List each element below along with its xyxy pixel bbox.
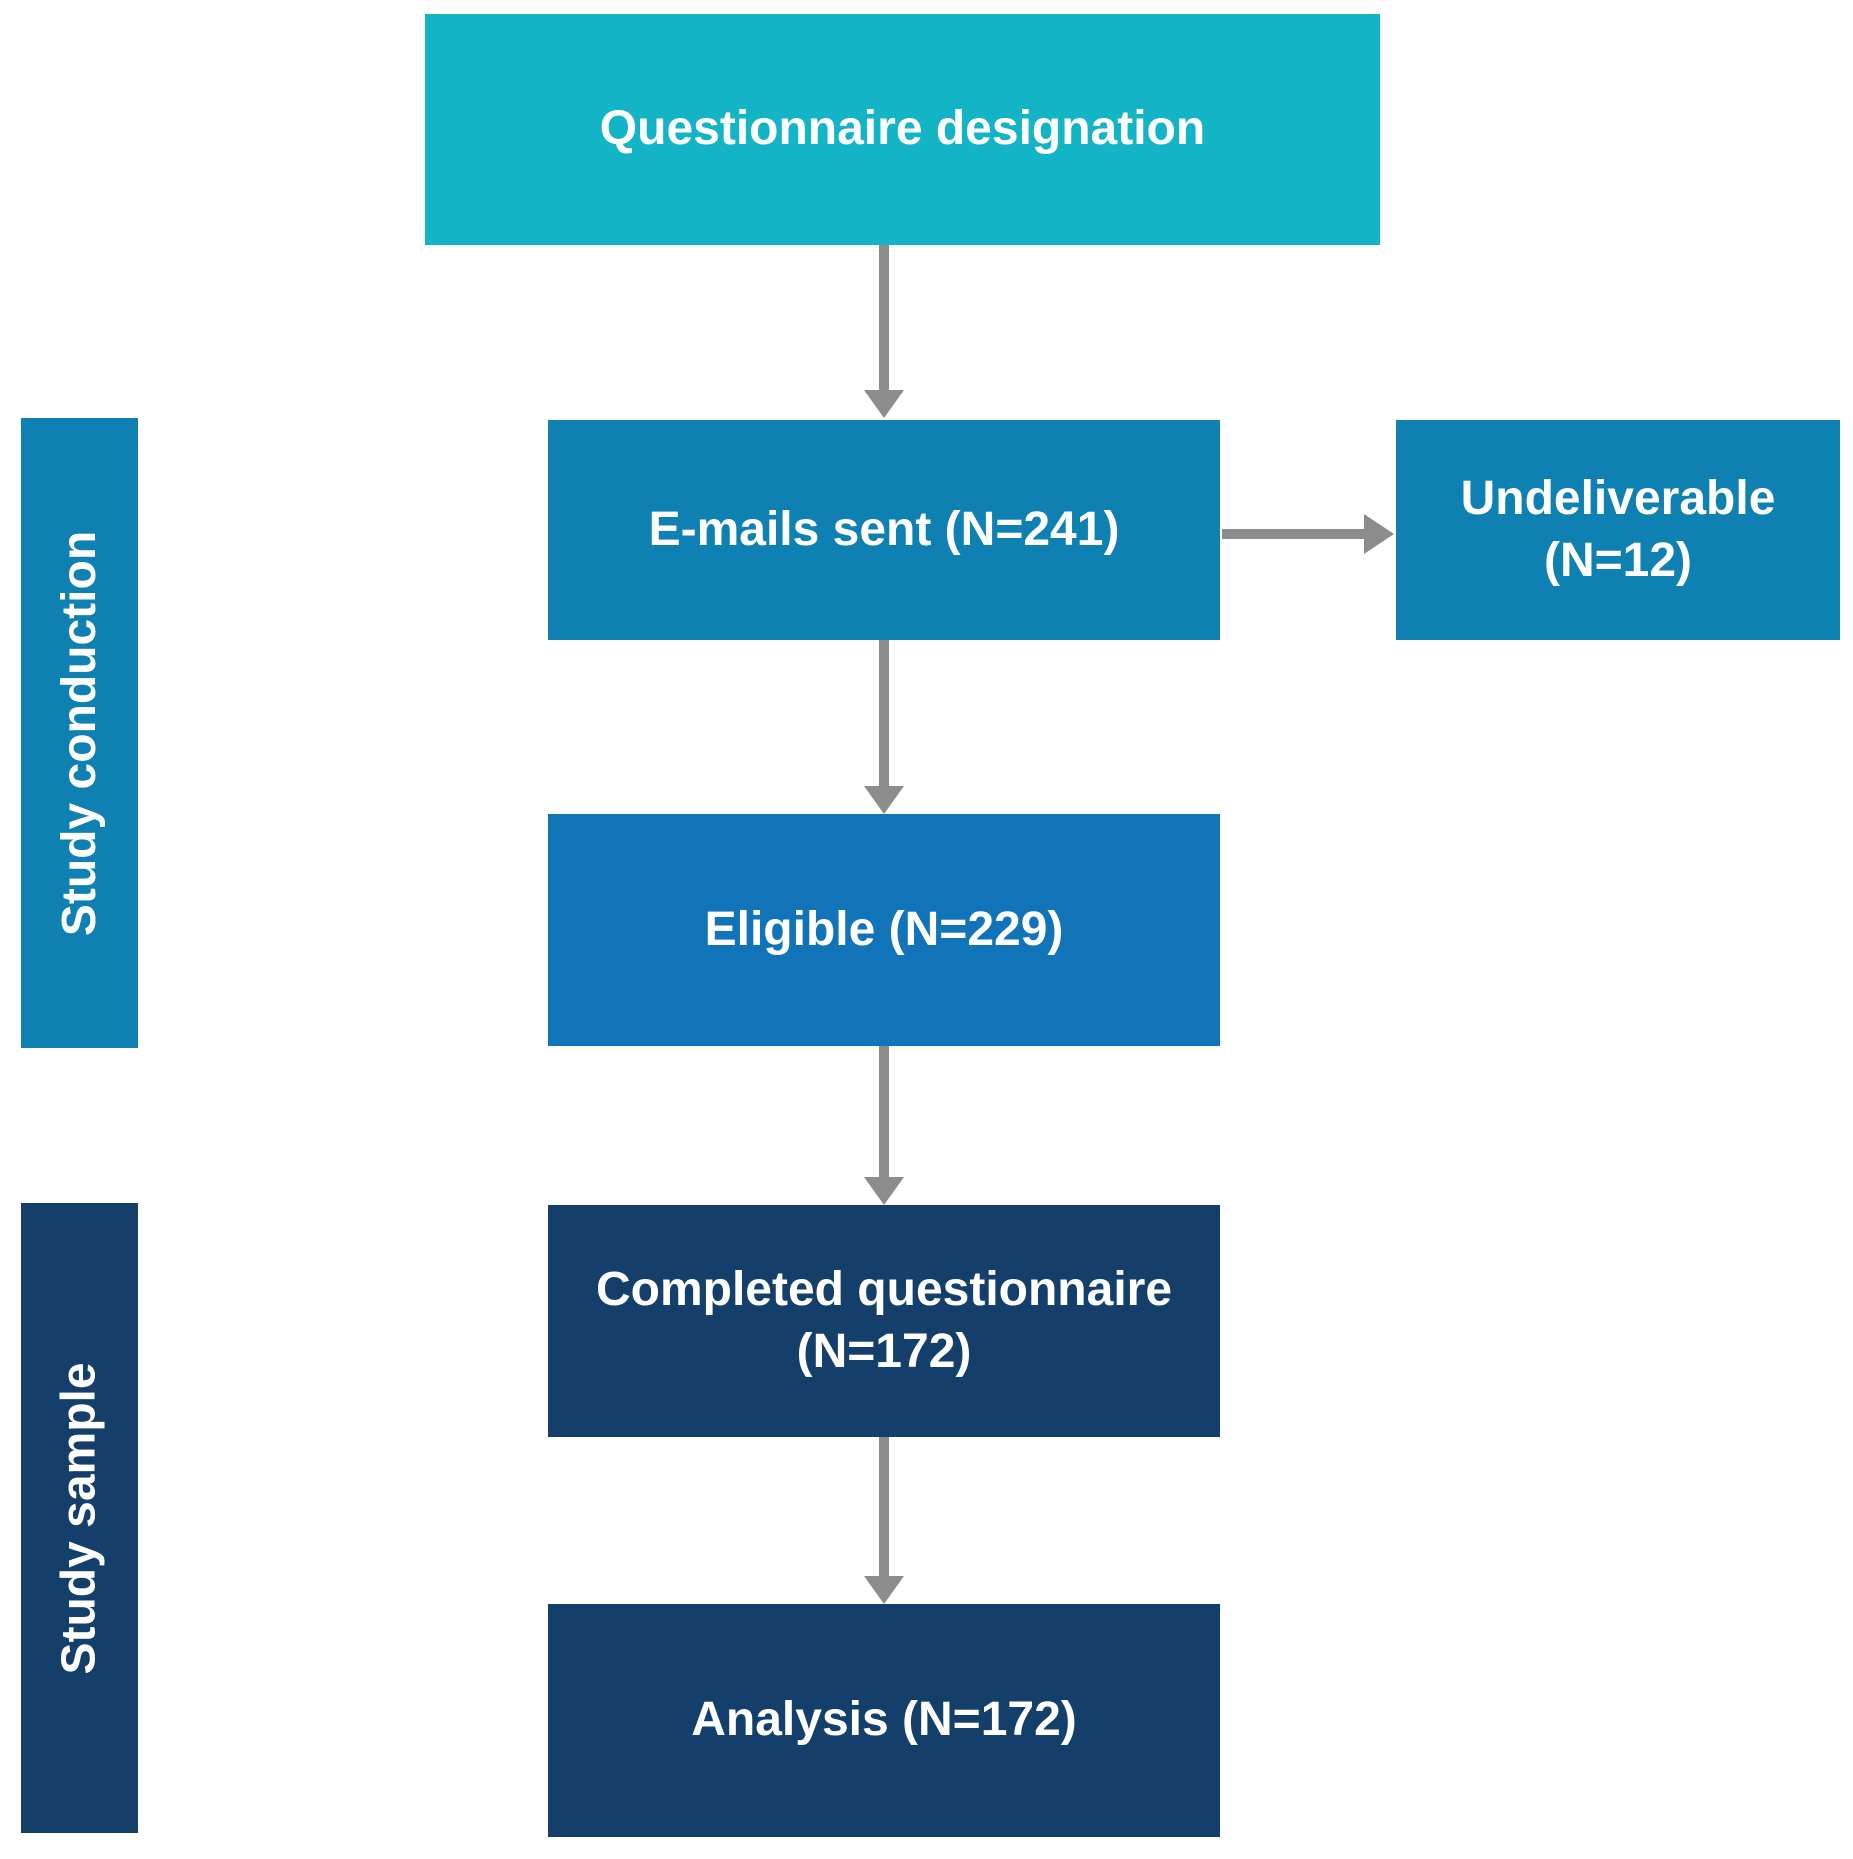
node-label: Questionnaire designation: [599, 102, 1206, 156]
phase-label-study-conduction: Study conduction: [53, 530, 106, 936]
arrow-down-4: [864, 1437, 904, 1604]
arrow-down-1: [864, 245, 904, 418]
node-questionnaire-designation: Questionnaire designation: [425, 14, 1380, 245]
node-label-line2: (N=12): [1543, 534, 1693, 587]
phase-label-study-sample: Study sample: [53, 1361, 106, 1675]
node-emails-sent: E-mails sent (N=241): [548, 420, 1220, 640]
arrow-right-undeliverable: [1222, 514, 1394, 554]
phase-bar-study-sample: Study sample: [21, 1203, 138, 1833]
node-label-line1: Undeliverable: [1460, 471, 1776, 525]
node-completed-questionnaire: Completed questionnaire (N=172): [548, 1205, 1220, 1437]
node-label: Analysis (N=172): [691, 1693, 1077, 1747]
node-undeliverable: Undeliverable (N=12): [1396, 420, 1840, 640]
phase-bar-study-conduction: Study conduction: [21, 418, 138, 1048]
arrow-down-3: [864, 1046, 904, 1205]
node-label: Eligible (N=229): [704, 902, 1064, 956]
node-label-line1: Completed questionnaire: [595, 1262, 1173, 1316]
arrow-down-2: [864, 640, 904, 814]
node-eligible: Eligible (N=229): [548, 814, 1220, 1046]
node-label-line2: (N=172): [796, 1325, 972, 1378]
node-label: E-mails sent (N=241): [648, 502, 1120, 556]
node-analysis: Analysis (N=172): [548, 1604, 1220, 1837]
